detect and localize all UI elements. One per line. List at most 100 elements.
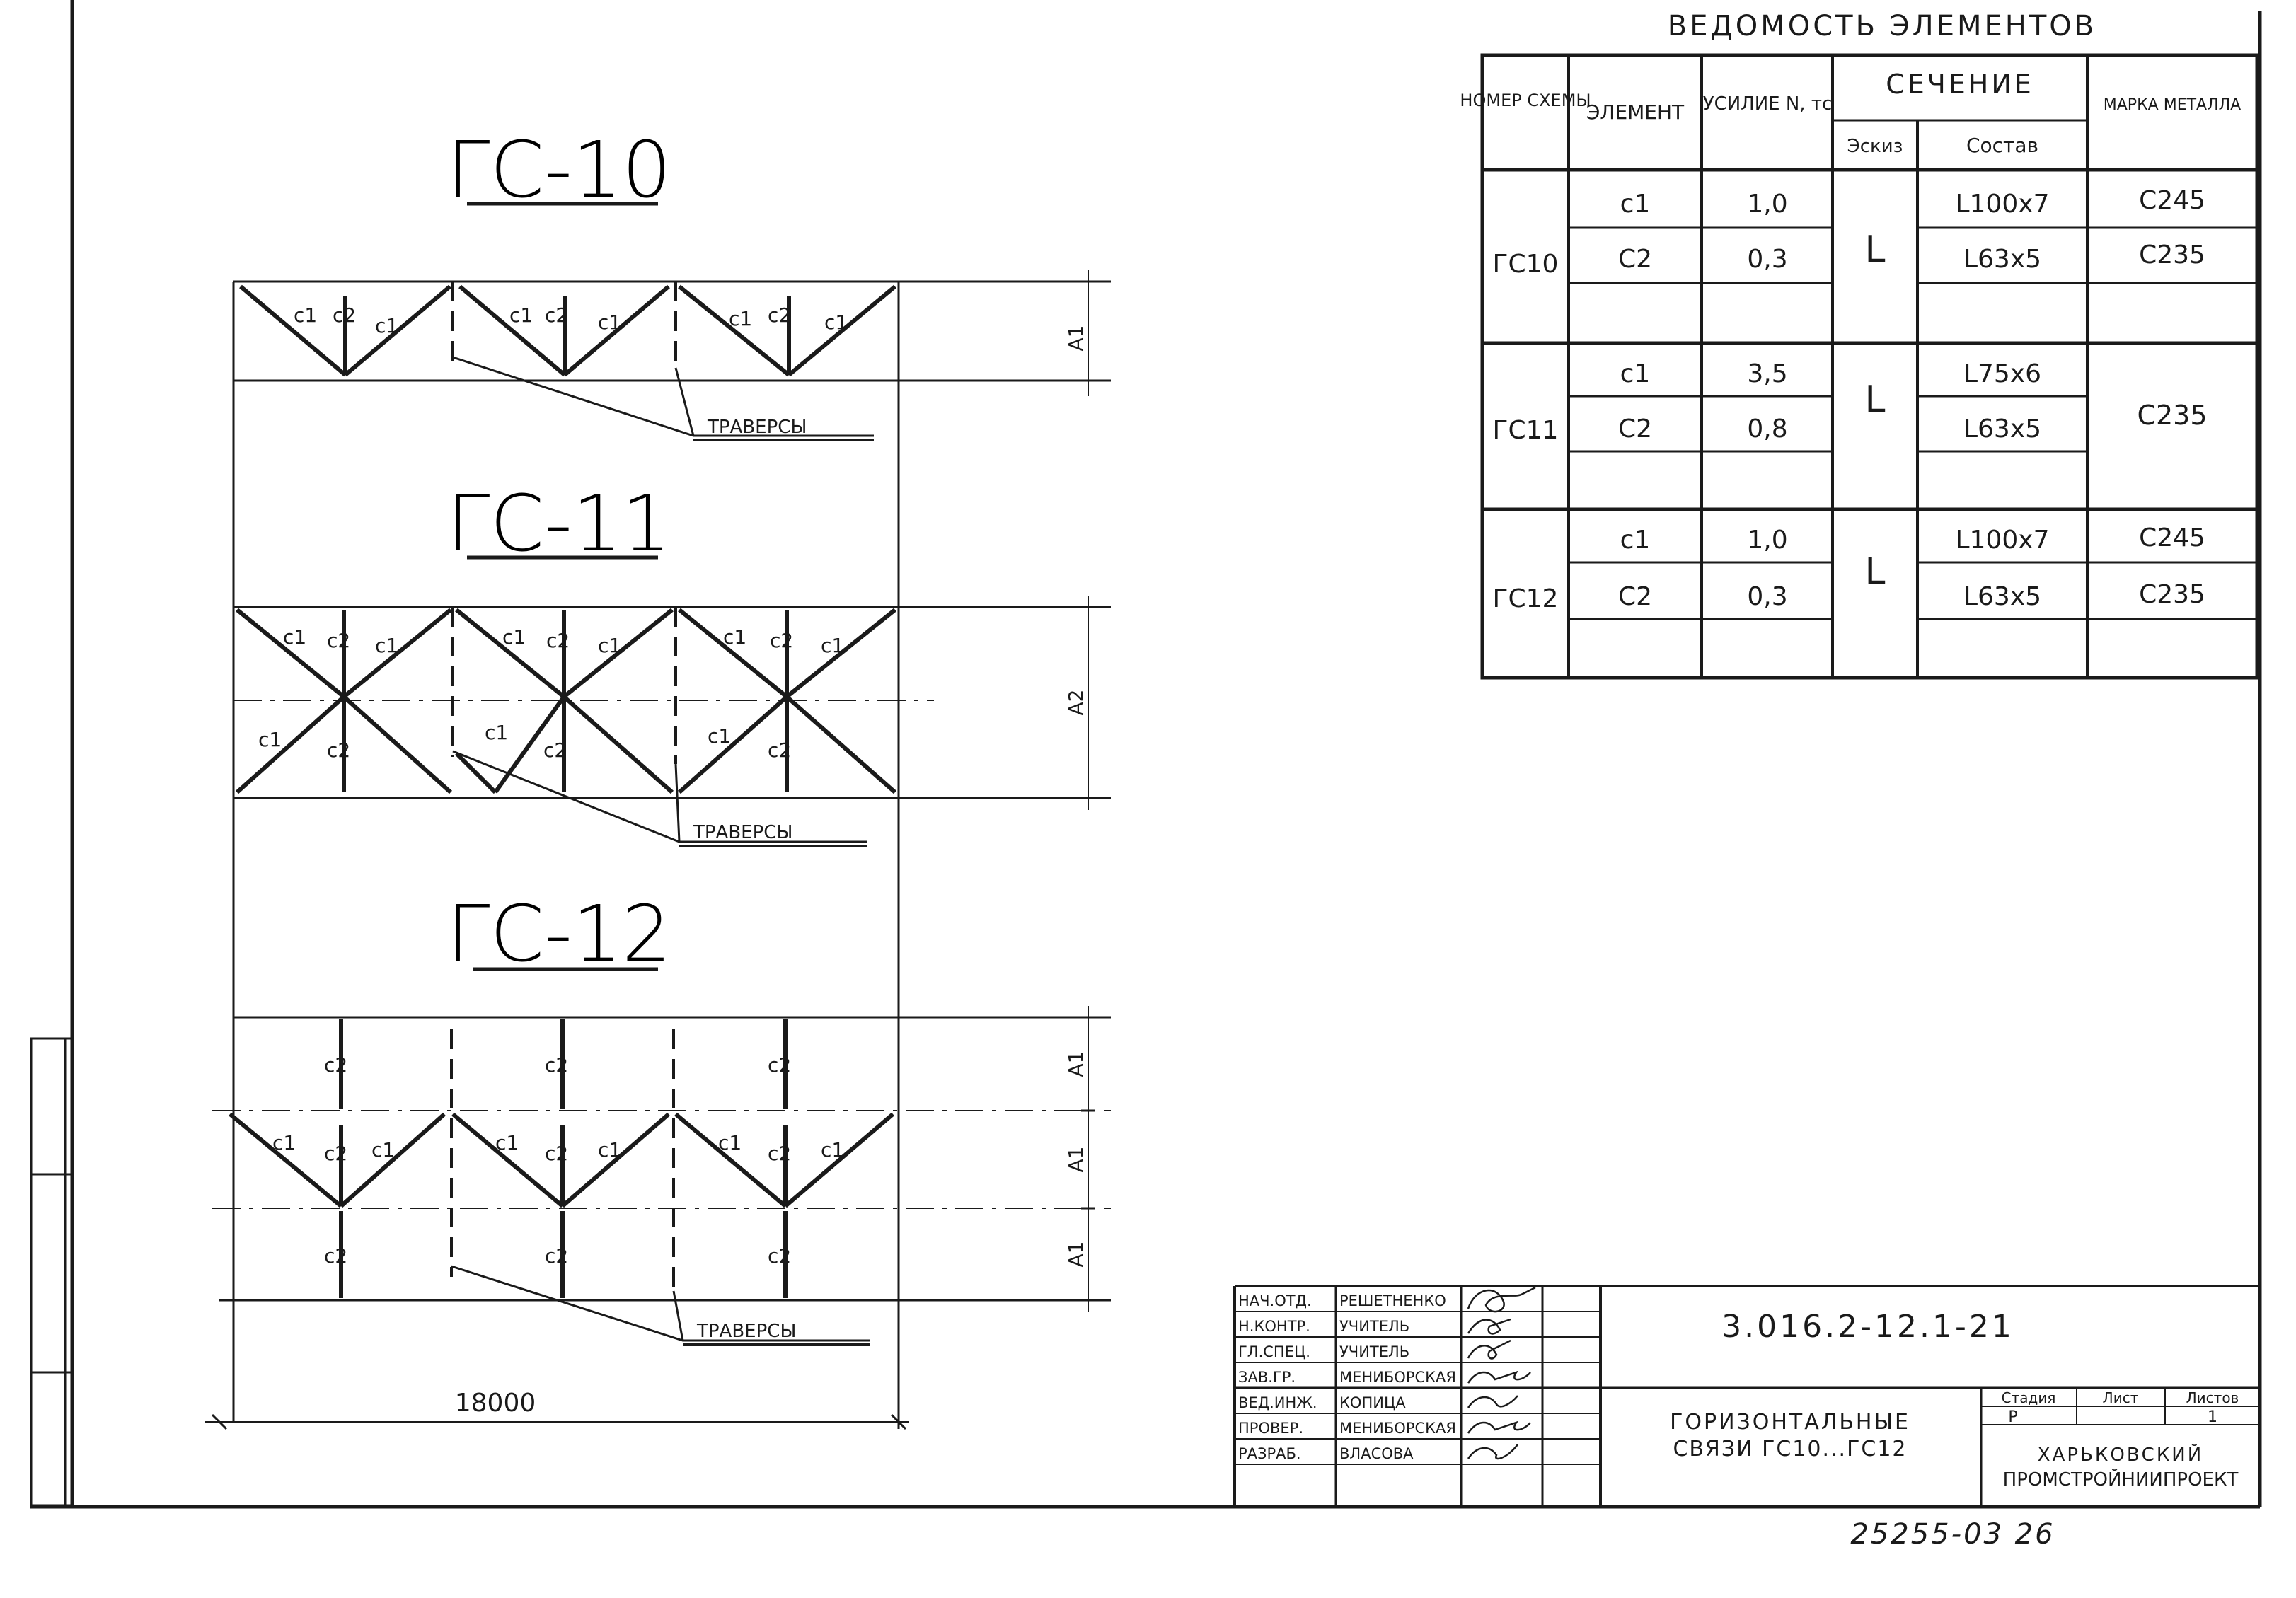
composition-cell: L63х5 [1963, 582, 2041, 611]
member-label-c2: с2 [768, 739, 791, 762]
member-label-c2: с2 [333, 303, 356, 327]
stamp-name: ВЛАСОВА [1339, 1445, 1414, 1462]
stamp-name: КОПИЦА [1339, 1394, 1406, 1411]
force-cell: 1,0 [1747, 190, 1787, 219]
member-label-c1: с1 [821, 1138, 844, 1162]
member-label-c2: с2 [546, 629, 570, 652]
member-label-c2: с2 [324, 1053, 347, 1077]
composition-cell: L63х5 [1963, 415, 2041, 444]
dim-label: A1 [1064, 1241, 1088, 1268]
stamp-role: РАЗРАБ. [1238, 1445, 1301, 1462]
element-cell: с1 [1620, 359, 1651, 388]
scheme-cell: ГС12 [1493, 584, 1559, 613]
angle-sketch-icon: L [1865, 378, 1886, 421]
org-line2: ПРОМСТРОЙНИИПРОЕКТ [2003, 1468, 2239, 1490]
archive-number: 25255-03 26 [1850, 1518, 2055, 1551]
member-label-c1: с1 [375, 314, 398, 337]
steel-cell: С235 [2139, 580, 2205, 609]
title-block: НАЧ.ОТД. РЕШЕТНЕНКО Н.КОНТР. УЧИТЕЛЬ ГЛ.… [1233, 1285, 2260, 1507]
member-label-c2: с2 [545, 1142, 568, 1165]
stamp-name: УЧИТЕЛЬ [1339, 1343, 1409, 1360]
drawing-code: 3.016.2-12.1-21 [1721, 1309, 2014, 1345]
member-label-c1: с1 [598, 1138, 621, 1162]
dim-label: A1 [1064, 1051, 1088, 1077]
stage-label: Стадия [2002, 1389, 2056, 1406]
element-cell: с1 [1620, 526, 1651, 555]
member-label-c2: с2 [770, 629, 793, 652]
overall-dim-label: 18000 [455, 1389, 536, 1418]
steel-cell: С235 [2139, 241, 2205, 270]
member-label-c2: с2 [768, 1142, 791, 1165]
dim-label: A2 [1064, 690, 1088, 716]
member-label-c1: с1 [718, 1131, 742, 1154]
signatures [1467, 1286, 1536, 1460]
header-steel: МАРКА МЕТАЛЛА [2104, 96, 2241, 114]
member-label-c1: с1 [729, 307, 752, 330]
leader-label: ТРАВЕРСЫ [696, 1321, 796, 1342]
member-label-c1: с1 [375, 634, 398, 657]
steel-cell: С235 [2137, 400, 2207, 431]
member-label-c1: с1 [509, 303, 533, 327]
stamp-role: ГЛ.СПЕЦ. [1238, 1343, 1310, 1360]
steel-cell: С245 [2139, 523, 2205, 552]
sheet-label: Лист [2103, 1389, 2139, 1406]
force-cell: 0,3 [1747, 582, 1787, 611]
member-label-c2: с2 [324, 1244, 347, 1268]
binding-strip [30, 1037, 74, 1507]
diagram-gs11: ГС-11 с1 с2 с1 с1 с2 [233, 478, 1111, 847]
force-cell: 0,8 [1747, 415, 1787, 444]
composition-cell: L63х5 [1963, 245, 2041, 274]
diagram-title: ГС-12 [446, 888, 671, 979]
member-label-c1: с1 [371, 1138, 395, 1162]
sheets-value: 1 [2208, 1408, 2217, 1426]
stamp-role: ЗАВ.ГР. [1238, 1369, 1296, 1386]
stamp-role: ВЕД.ИНЖ. [1238, 1394, 1317, 1411]
drawing-title-line2: СВЯЗИ ГС10...ГС12 [1673, 1437, 1907, 1461]
force-cell: 3,5 [1747, 359, 1787, 388]
member-label-c2: с2 [327, 739, 350, 762]
member-label-c1: с1 [272, 1131, 296, 1154]
member-label-c2: с2 [768, 1053, 791, 1077]
member-label-c1: с1 [598, 311, 621, 334]
member-label-c1: с1 [502, 625, 526, 649]
org-line1: ХАРЬКОВСКИЙ [2038, 1443, 2203, 1466]
dim-label: A1 [1064, 1147, 1088, 1173]
stamp-name: УЧИТЕЛЬ [1339, 1318, 1409, 1335]
member-label-c2: с2 [324, 1142, 347, 1165]
leader-label: ТРАВЕРСЫ [693, 822, 792, 843]
member-label-c2: с2 [768, 303, 791, 327]
member-label-c1: с1 [283, 625, 306, 649]
steel-cell: С245 [2139, 186, 2205, 215]
element-cell: С2 [1618, 415, 1652, 444]
member-label-c1: с1 [723, 625, 746, 649]
force-cell: 0,3 [1747, 245, 1787, 274]
member-label-c2: с2 [545, 1244, 568, 1268]
stamp-role: ПРОВЕР. [1238, 1420, 1303, 1437]
member-label-c1: с1 [824, 311, 848, 334]
member-label-c1: с1 [495, 1131, 519, 1154]
angle-sketch-icon: L [1865, 550, 1886, 593]
sheets-label: Листов [2186, 1389, 2239, 1406]
header-sketch: Эскиз [1847, 136, 1903, 157]
member-label-c1: с1 [294, 303, 317, 327]
header-composition: Состав [1966, 134, 2038, 157]
element-cell: С2 [1618, 245, 1652, 274]
diagram-title: ГС-10 [446, 125, 671, 215]
composition-cell: L100х7 [1956, 526, 2050, 555]
angle-sketch-icon: L [1865, 228, 1886, 271]
element-cell: С2 [1618, 582, 1652, 611]
stamp-name: МЕНИБОРСКАЯ [1339, 1369, 1456, 1386]
member-label-c2: с2 [545, 303, 568, 327]
header-force: УСИЛИЕ N, тс [1703, 93, 1833, 115]
stamp-name: МЕНИБОРСКАЯ [1339, 1420, 1456, 1437]
member-label-c2: с2 [543, 739, 567, 762]
stamp-name: РЕШЕТНЕНКО [1339, 1292, 1446, 1309]
stamp-role: Н.КОНТР. [1238, 1318, 1310, 1335]
scheme-cell: ГС11 [1493, 416, 1559, 445]
member-label-c1: с1 [821, 634, 844, 657]
member-label-c1: с1 [485, 721, 508, 744]
header-element: ЭЛЕМЕНТ [1586, 100, 1685, 124]
member-label-c2: с2 [327, 629, 350, 652]
dim-label: A1 [1064, 325, 1088, 352]
